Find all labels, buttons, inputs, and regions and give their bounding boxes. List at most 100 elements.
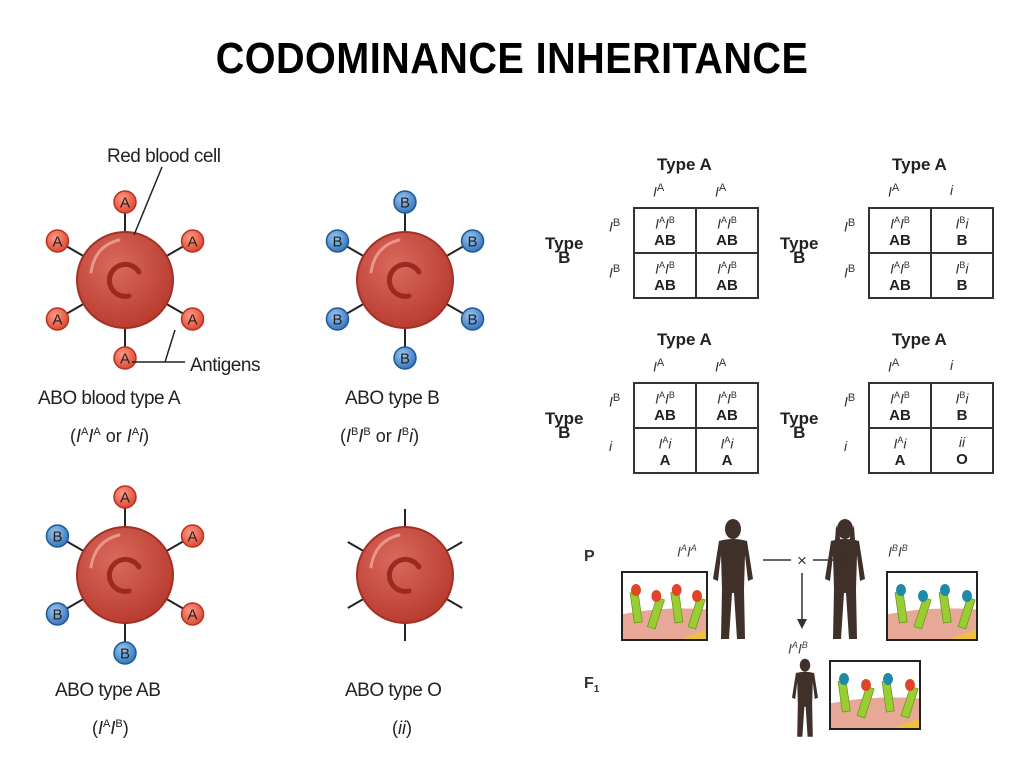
red-blood-cell-callout-line <box>133 166 163 236</box>
cell-highlight <box>89 238 121 274</box>
antigen-label: A <box>120 195 130 212</box>
antigen-label: B <box>400 351 410 368</box>
child-antigen-box <box>829 660 921 730</box>
antigen-label: B <box>400 195 410 212</box>
child-genotype: IAIB <box>788 640 808 657</box>
antigen-head <box>905 679 915 691</box>
cell-genotype: IAIB <box>890 259 910 277</box>
antigen-b <box>45 602 70 626</box>
antigen-head <box>692 590 702 602</box>
antigen-a <box>45 307 70 331</box>
cell-genotype: IAIB <box>655 259 675 277</box>
cell-genotype: IBi <box>955 214 969 232</box>
punnett-row-allele: IB <box>844 263 856 281</box>
cell-genotype: IAi <box>893 434 907 452</box>
type-a-genotype: (IAIA or IAi) <box>70 426 150 446</box>
cell-genotype: IBi <box>955 259 969 277</box>
red-blood-cell <box>76 526 174 624</box>
empty-stalk <box>347 597 366 609</box>
father-silhouette <box>713 519 753 639</box>
antigen-label: A <box>52 312 62 329</box>
type-b-label: ABO type B <box>345 388 440 409</box>
antigen-label: A <box>188 529 198 546</box>
antigen-b <box>393 346 417 370</box>
antigen-head <box>896 584 906 596</box>
parent2-genotype: IBIB <box>888 543 908 560</box>
punnett-column-title: Type A <box>892 155 947 174</box>
antigen-a <box>180 524 205 548</box>
antigen-b <box>113 641 137 665</box>
generation-p-label: P <box>584 548 595 565</box>
punnett-column-title: Type A <box>657 155 712 174</box>
red-blood-cell <box>356 231 454 329</box>
antigen-label: A <box>52 234 62 251</box>
antigen-label: A <box>188 234 198 251</box>
generation-f1-label: F1 <box>584 675 599 695</box>
antigen-a <box>113 190 137 214</box>
antigen-label: B <box>468 312 478 329</box>
cell-phenotype: B <box>956 407 968 425</box>
empty-stalk <box>347 541 366 553</box>
antigen-a <box>180 229 205 253</box>
cell-highlight <box>369 238 401 274</box>
punnett-row-allele: IB <box>844 217 856 235</box>
antigen-label: A <box>120 490 130 507</box>
type-ab-label: ABO type AB <box>55 680 161 701</box>
antigen-head <box>918 590 928 602</box>
antigen-a <box>113 485 137 509</box>
antigen-label: B <box>52 529 62 546</box>
type-a-label: ABO blood type A <box>38 388 181 409</box>
punnett-row-allele: IB <box>609 263 621 281</box>
cross-symbol: × <box>797 551 807 570</box>
type-o-label: ABO type O <box>345 680 442 701</box>
antigens-callout-line <box>132 329 185 363</box>
punnett-column-allele: IA <box>888 357 900 375</box>
cell-highlight <box>369 533 401 569</box>
antigen-b <box>393 190 417 214</box>
child-silhouette <box>792 658 818 737</box>
cell-phenotype: AB <box>654 407 676 425</box>
antigen-b <box>460 229 485 253</box>
cell-phenotype: AB <box>716 407 738 425</box>
antigen-a <box>180 307 205 331</box>
antigen-label: B <box>332 234 342 251</box>
punnett-row-allele: IB <box>609 217 621 235</box>
antigens-callout: Antigens <box>190 355 260 376</box>
antigen-head <box>962 590 972 602</box>
cell-phenotype: AB <box>716 232 738 250</box>
cell-phenotype: A <box>721 452 733 470</box>
antigen-label: A <box>188 312 198 329</box>
antigen-label: B <box>332 312 342 329</box>
cross-graphics: × <box>621 519 978 737</box>
cell-phenotype: AB <box>889 232 911 250</box>
punnett-row-allele: i <box>609 438 613 454</box>
antigen-b <box>325 307 350 331</box>
antigen-b <box>325 229 350 253</box>
parent1-antigen-box <box>621 571 708 641</box>
arrow-head <box>797 619 807 629</box>
cell-genotype: IAi <box>720 434 734 452</box>
cell-genotype: IAIB <box>717 259 737 277</box>
antigen-a <box>113 346 137 370</box>
cell-phenotype: AB <box>889 407 911 425</box>
cell-dimple <box>106 556 142 594</box>
